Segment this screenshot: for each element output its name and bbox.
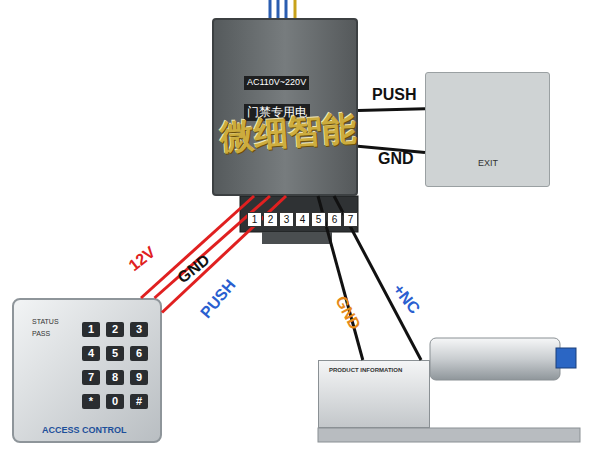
wire-label: GND bbox=[378, 150, 414, 168]
voltage-rating: AC110V~220V bbox=[244, 76, 309, 90]
exit-button: EXIT bbox=[425, 72, 550, 187]
terminal-tab bbox=[262, 232, 332, 244]
button-text: EXIT bbox=[478, 159, 498, 169]
keypad-reader: STATUS PASS ACCESS CONTROL bbox=[12, 298, 162, 443]
lock-base-plate bbox=[318, 428, 580, 442]
brand-text: ACCESS CONTROL bbox=[42, 426, 127, 436]
wire bbox=[358, 109, 425, 111]
input-cable bbox=[270, 0, 286, 18]
pass-text: PASS bbox=[32, 330, 50, 338]
electric-bolt-lock: PRODUCT INFORMATION bbox=[318, 360, 430, 428]
wire-label: GND bbox=[331, 293, 364, 333]
lock-connector bbox=[556, 348, 576, 368]
wire-label: PUSH bbox=[372, 86, 416, 104]
wire-label: 12V bbox=[125, 243, 159, 275]
device-title: 门禁专用电 bbox=[244, 104, 310, 121]
product-info-text: PRODUCT INFORMATION bbox=[329, 367, 402, 374]
wire-label: GND bbox=[174, 251, 213, 287]
wire bbox=[334, 196, 421, 360]
wire-label: +NC bbox=[389, 281, 423, 318]
terminal-strip bbox=[240, 196, 358, 232]
power-supply-box: AC110V~220V 门禁专用电 bbox=[212, 18, 358, 196]
input-cable bbox=[294, 0, 297, 18]
wire bbox=[162, 196, 286, 313]
wire bbox=[141, 196, 254, 298]
wire bbox=[318, 196, 363, 360]
wire bbox=[358, 146, 425, 152]
lock-cylinder bbox=[430, 338, 560, 380]
status-text: STATUS bbox=[32, 318, 59, 326]
wire-label: PUSH bbox=[197, 276, 239, 322]
wire bbox=[155, 196, 270, 298]
